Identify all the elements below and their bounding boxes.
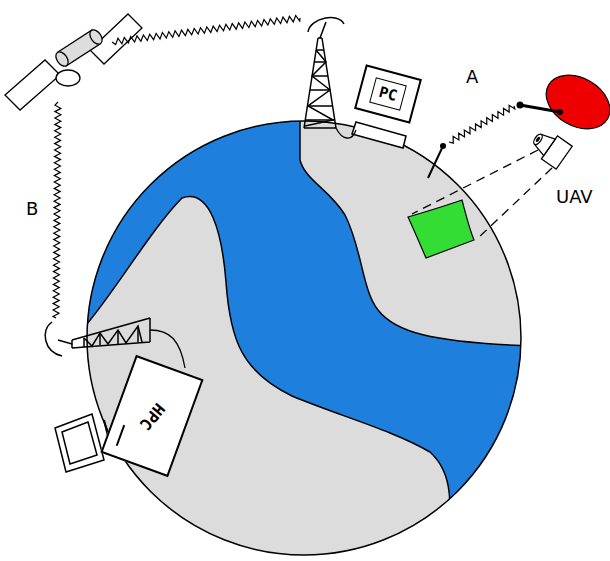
pc-base [352, 122, 406, 148]
uav-antenna-tip [517, 102, 524, 109]
globe-outline [87, 121, 521, 555]
view-line [412, 150, 538, 214]
uav-antenna [520, 105, 560, 112]
land-right [300, 100, 530, 346]
pc-antenna-tip [440, 143, 446, 149]
satellite [5, 14, 142, 110]
uav-antenna-base [557, 109, 563, 115]
radio-wave [53, 102, 61, 318]
pc-antenna [428, 146, 443, 178]
drive-slot [116, 425, 125, 446]
link-label: A [466, 66, 478, 87]
vehicle-label: UAV [556, 186, 593, 207]
target-area [408, 200, 474, 258]
tower-top [304, 18, 344, 128]
land-left [80, 197, 450, 561]
computer-label: PC [377, 83, 399, 105]
view-line [476, 168, 552, 240]
uav-camera [527, 126, 572, 169]
pc-computer: PC [354, 64, 422, 123]
radio-wave [112, 16, 300, 45]
uav-dish [537, 64, 610, 140]
link-label: B [26, 198, 38, 219]
radio-wave [449, 105, 515, 143]
tower-left [45, 318, 185, 368]
computer-label: HPC [135, 399, 168, 433]
pc-screen: PC [369, 77, 407, 110]
pc-cable [336, 128, 356, 138]
radio-links [53, 16, 515, 319]
